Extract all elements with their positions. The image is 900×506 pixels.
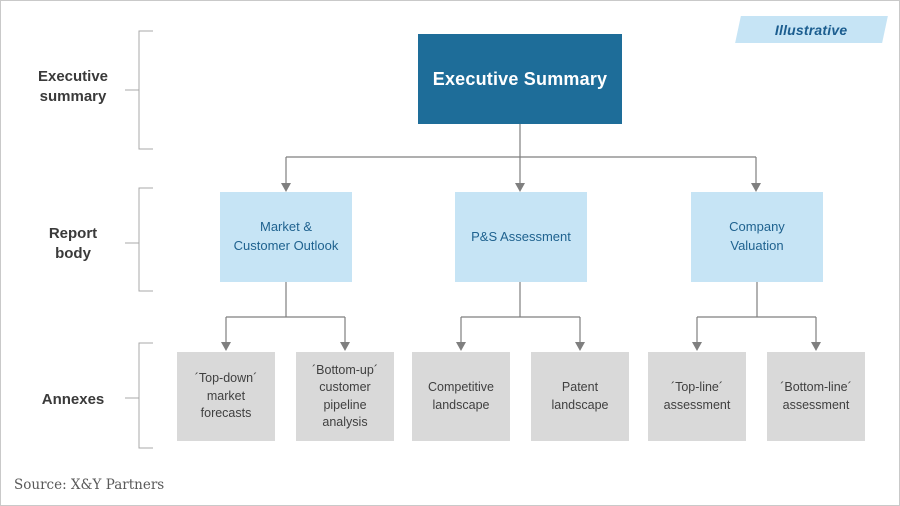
arrowhead-annex-5 xyxy=(692,342,702,351)
connector-valuation-to-annexes xyxy=(696,282,817,343)
node-patent-landscape: Patent landscape xyxy=(531,352,629,441)
node-bottom-up-customer-pipeline-analysis: ´Bottom-up´ customer pipeline analysis xyxy=(296,352,394,441)
arrowhead-annex-1 xyxy=(221,342,231,351)
node-market-customer-outlook: Market & Customer Outlook xyxy=(220,192,352,282)
arrowhead-body-2 xyxy=(515,183,525,192)
node-ps-assessment: P&S Assessment xyxy=(455,192,587,282)
connector-market-to-annexes xyxy=(225,282,346,343)
bracket-report-body xyxy=(125,187,153,292)
connector-root-to-body xyxy=(285,124,757,184)
illustrative-badge-label: Illustrative xyxy=(775,21,848,38)
bracket-annexes xyxy=(125,342,153,449)
illustrative-badge: Illustrative xyxy=(735,16,888,43)
section-label-executive-summary: Executive summary xyxy=(37,68,109,105)
arrowhead-body-1 xyxy=(281,183,291,192)
node-top-line-assessment: ´Top-line´ assessment xyxy=(648,352,746,441)
node-bottom-line-assessment: ´Bottom-line´ assessment xyxy=(767,352,865,441)
node-executive-summary: Executive Summary xyxy=(418,34,622,124)
section-label-report-body: Report body xyxy=(48,225,98,262)
arrowhead-annex-6 xyxy=(811,342,821,351)
node-top-down-market-forecasts: ´Top-down´ market forecasts xyxy=(177,352,275,441)
bracket-executive-summary xyxy=(125,30,153,150)
arrowhead-annex-4 xyxy=(575,342,585,351)
source-attribution: Source: X&Y Partners xyxy=(14,477,165,493)
node-company-valuation: Company Valuation xyxy=(691,192,823,282)
arrowhead-annex-3 xyxy=(456,342,466,351)
node-competitive-landscape: Competitive landscape xyxy=(412,352,510,441)
connector-ps-to-annexes xyxy=(460,282,581,343)
arrowhead-body-3 xyxy=(751,183,761,192)
section-label-annexes: Annexes xyxy=(41,391,105,408)
arrowhead-annex-2 xyxy=(340,342,350,351)
